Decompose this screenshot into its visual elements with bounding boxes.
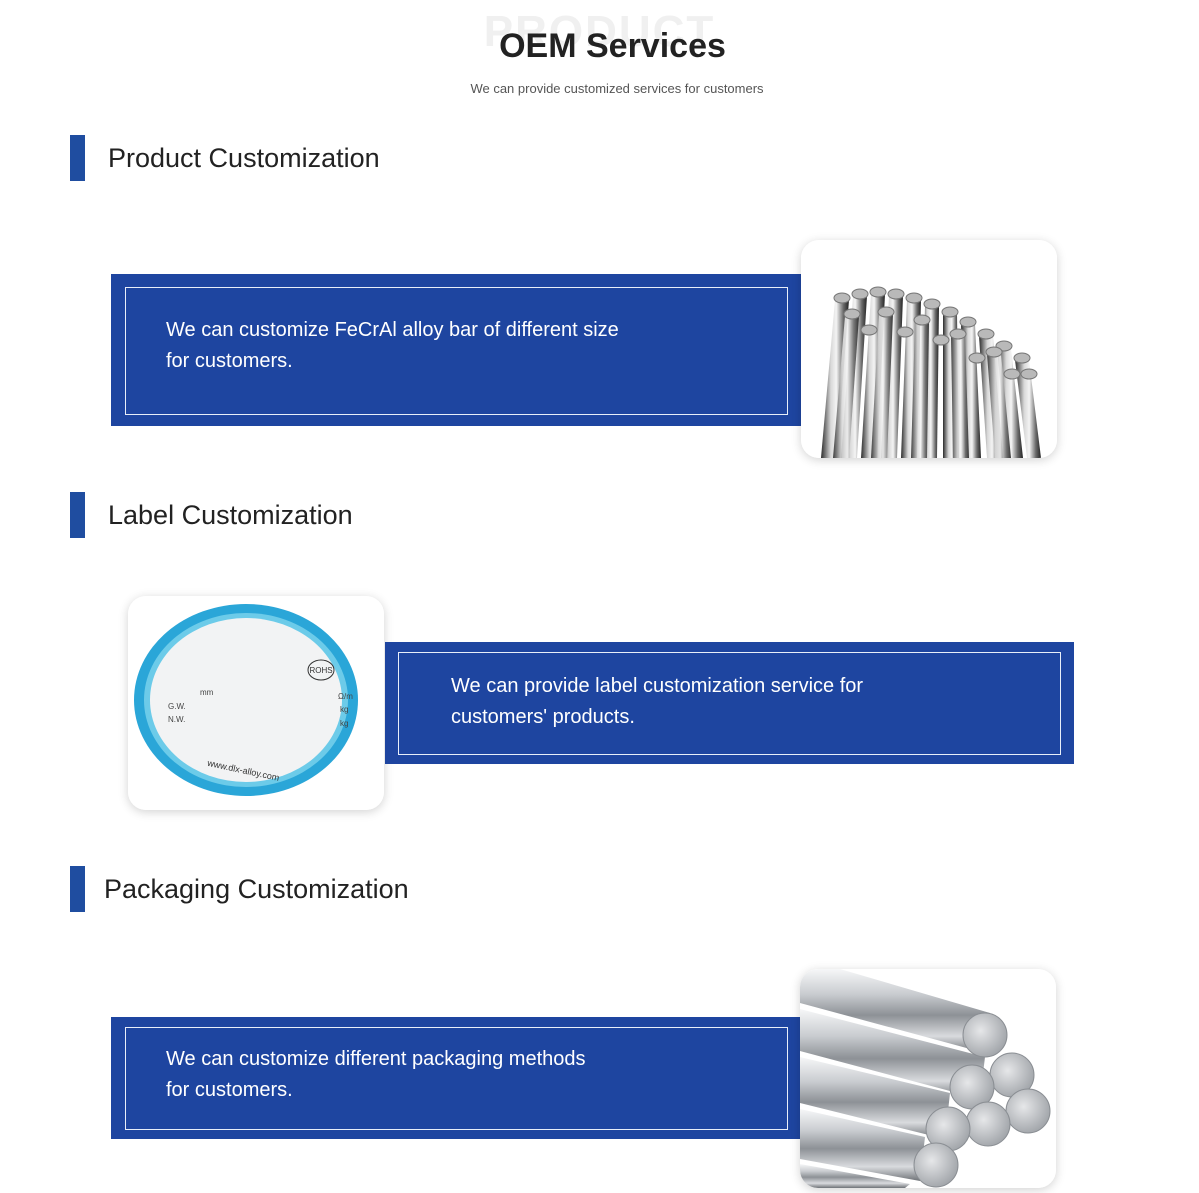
rohs-badge: ROHS: [309, 666, 332, 675]
page-title: OEM Services: [499, 27, 726, 65]
label-description: We can provide label customization servi…: [451, 671, 863, 733]
label-ohm: Ω/m: [338, 692, 353, 701]
packaging-image-card: [800, 969, 1056, 1188]
product-image-card: [801, 240, 1057, 458]
label-mm: mm: [200, 688, 214, 697]
label-description-panel: We can provide label customization servi…: [385, 642, 1074, 764]
page-subtitle: We can provide customized services for c…: [470, 81, 764, 96]
section-title: Packaging Customization: [104, 874, 409, 904]
description-line: We can customize FeCrAl alloy bar of dif…: [166, 319, 619, 341]
description-line: We can customize different packaging met…: [166, 1048, 586, 1070]
description-line: We can provide label customization servi…: [451, 675, 864, 697]
label-kg: kg: [340, 719, 348, 728]
description-line: customers' products.: [451, 706, 635, 728]
product-description-panel: We can customize FeCrAl alloy bar of dif…: [111, 274, 803, 426]
label-nw: N.W.: [168, 715, 185, 724]
panel-border: [398, 652, 1061, 755]
panel-border: [125, 1027, 788, 1130]
bundle-of-metal-bars-icon: [801, 240, 1057, 458]
product-description: We can customize FeCrAl alloy bar of dif…: [166, 315, 619, 377]
label-kg: kg: [340, 705, 348, 714]
description-line: for customers.: [166, 350, 293, 372]
description-line: for customers.: [166, 1079, 293, 1101]
section-accent-bar: [70, 866, 85, 912]
section-title: Product Customization: [108, 143, 380, 173]
section-title: Label Customization: [108, 500, 353, 530]
packaging-description-panel: We can customize different packaging met…: [111, 1017, 803, 1139]
label-gw: G.W.: [168, 702, 186, 711]
packaging-description: We can customize different packaging met…: [166, 1044, 586, 1106]
section-accent-bar: [70, 492, 85, 538]
stacked-steel-rods-icon: [800, 969, 1056, 1188]
panel-border: [125, 287, 788, 415]
header-watermark: PRODUCT: [483, 7, 716, 56]
round-spool-label-icon: ROHS mm G.W. N.W. Ω/m kg kg www.dlx-allo…: [128, 596, 384, 810]
label-image-card: ROHS mm G.W. N.W. Ω/m kg kg www.dlx-allo…: [128, 596, 384, 810]
section-accent-bar: [70, 135, 85, 181]
